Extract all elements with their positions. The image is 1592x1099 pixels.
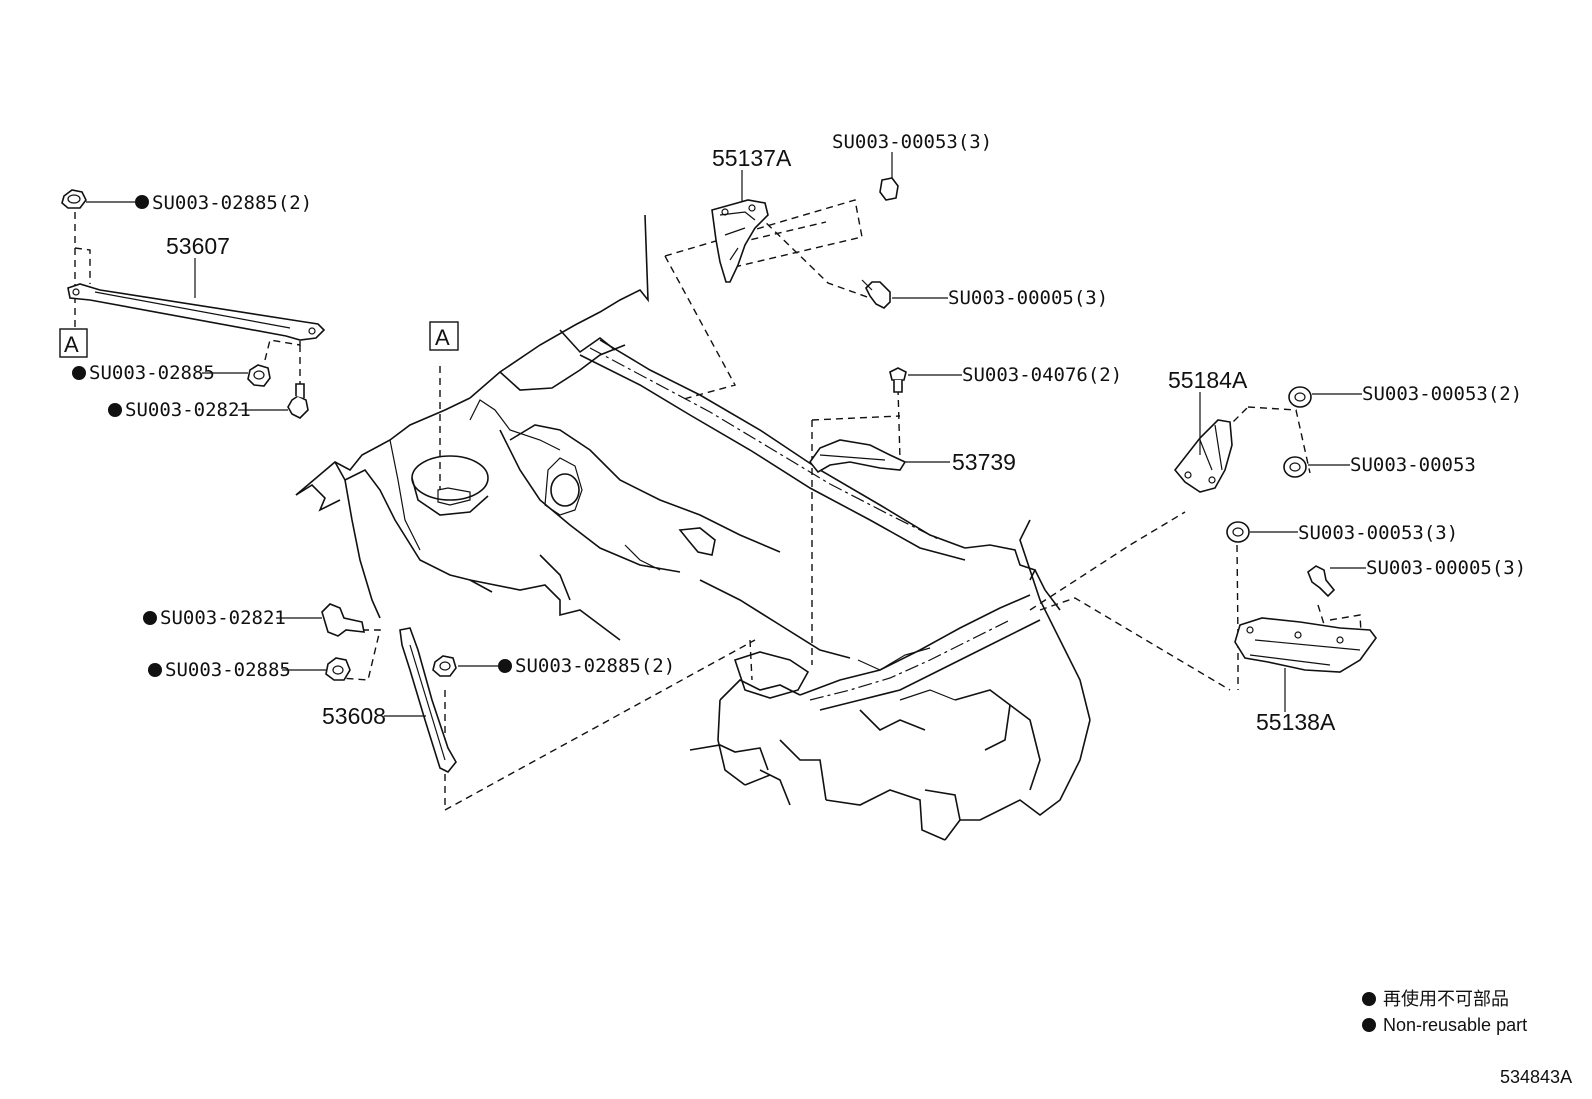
- part-55138A-bracket[interactable]: [1234, 617, 1377, 673]
- callout-leader-lines: [86, 152, 1366, 717]
- part-55184A-bracket[interactable]: [1173, 419, 1233, 493]
- non-reusable-dot-icon: [1362, 1018, 1376, 1032]
- washer-nut-icon: [1283, 456, 1307, 478]
- legend-line-japanese: 再使用不可部品: [1383, 989, 1509, 1009]
- flange-nut-icon: [879, 177, 899, 201]
- callout-label[interactable]: SU003-00005(3): [948, 287, 1108, 309]
- svg-text:A: A: [64, 332, 79, 357]
- flange-nut-icon: [247, 364, 271, 387]
- non-reusable-dot-icon: [108, 403, 122, 417]
- callout-label[interactable]: 55184A: [1168, 367, 1248, 393]
- legend: 再使用不可部品 Non-reusable part: [1362, 989, 1527, 1035]
- non-reusable-dot-icon: [1362, 992, 1376, 1006]
- flange-nut-icon: [325, 657, 351, 681]
- callout-label[interactable]: SU003-02885(2): [152, 192, 312, 214]
- flange-nut-icon: [432, 655, 457, 677]
- vehicle-body-structure: [295, 214, 1091, 841]
- callout-label[interactable]: SU003-02885: [165, 659, 291, 681]
- callout-label[interactable]: SU003-00053(2): [1362, 383, 1522, 405]
- callout-label[interactable]: SU003-00053: [1350, 454, 1476, 476]
- callout-label[interactable]: SU003-02821: [125, 399, 251, 421]
- washer-nut-icon: [1226, 521, 1250, 543]
- legend-line-english: Non-reusable part: [1383, 1015, 1527, 1035]
- callout-label[interactable]: SU003-02885: [89, 362, 215, 384]
- part-53739-bracket[interactable]: [808, 439, 907, 474]
- callout-label[interactable]: 55137A: [712, 145, 792, 171]
- non-reusable-dot-icon: [148, 663, 162, 677]
- reference-box-a-left: A: [59, 328, 88, 358]
- callout-label[interactable]: 55138A: [1256, 709, 1336, 735]
- non-reusable-dot-icon: [135, 195, 149, 209]
- part-55137A-bracket[interactable]: [711, 199, 769, 283]
- callout-label[interactable]: SU003-02821: [160, 607, 286, 629]
- callout-label[interactable]: 53608: [322, 703, 386, 729]
- non-reusable-dot-icon: [143, 611, 157, 625]
- callout-label[interactable]: SU003-00005(3): [1366, 557, 1526, 579]
- bolt-icon: [1307, 565, 1336, 598]
- callout-label[interactable]: SU003-02885(2): [515, 655, 675, 677]
- non-reusable-dot-icon: [498, 659, 512, 673]
- diagram-id: 534843A: [1500, 1067, 1572, 1087]
- reference-box-a-center: A: [429, 321, 459, 351]
- callout-label[interactable]: 53607: [166, 233, 230, 259]
- non-reusable-markers: [72, 195, 512, 677]
- callout-label[interactable]: SU003-00053(3): [1298, 522, 1458, 544]
- non-reusable-dot-icon: [72, 366, 86, 380]
- washer-nut-icon: [1288, 386, 1312, 408]
- callout-label[interactable]: SU003-00053(3): [832, 131, 992, 153]
- bolt-icon: [861, 279, 891, 309]
- bolt-icon: [287, 383, 309, 419]
- part-53608-brace[interactable]: [399, 627, 457, 774]
- part-53607-brace[interactable]: [67, 283, 326, 341]
- assembly-leader-lines: [74, 199, 1363, 812]
- svg-text:A: A: [435, 325, 450, 350]
- callout-label[interactable]: 53739: [952, 449, 1016, 475]
- flange-nut-icon: [61, 189, 87, 209]
- callout-label[interactable]: SU003-04076(2): [962, 364, 1122, 386]
- bolt-icon: [321, 603, 365, 637]
- bolt-icon: [889, 367, 907, 393]
